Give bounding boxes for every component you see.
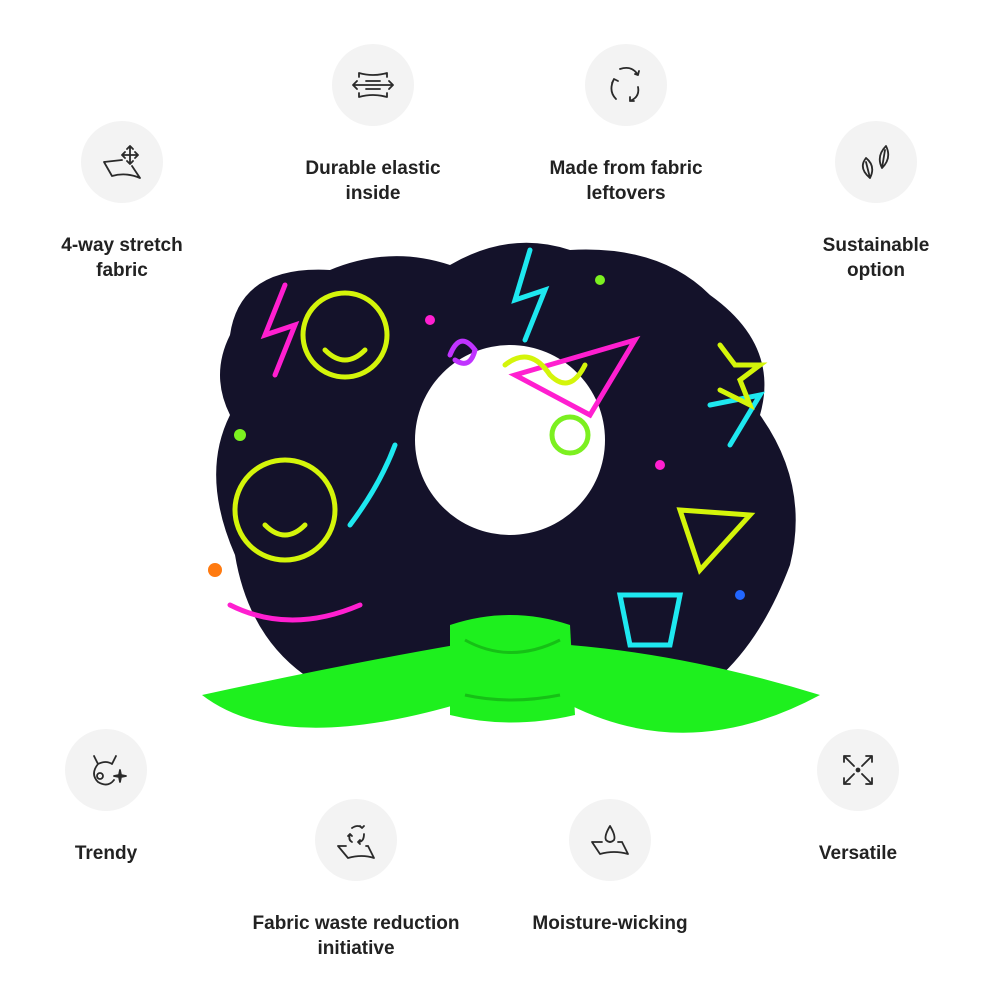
expand-arrows-icon [817,729,899,811]
bow-knot [450,615,575,723]
feature-elastic: Durable elastic inside [253,44,493,206]
scrunchie-product-image [202,242,820,733]
feature-versatile: Versatile [738,729,978,866]
bow-right-tail [570,645,820,733]
trendy-cat-sparkle-icon [65,729,147,811]
elastic-icon [332,44,414,126]
feature-leftovers: Made from fabric leftovers [506,44,746,206]
recycle-fabric-icon [315,799,397,881]
feature-trendy: Trendy [0,729,226,866]
feature-stretch: 4-way stretch fabric [2,121,242,283]
feature-moisture: Moisture-wicking [490,799,730,936]
bow-left-tail [202,645,455,728]
water-drop-icon [569,799,651,881]
feature-waste-reduction: Fabric waste reduction initiative [236,799,476,961]
feature-sustainable: Sustainable option [756,121,996,283]
recycle-icon [585,44,667,126]
stretch-fabric-icon [81,121,163,203]
leaves-icon [835,121,917,203]
